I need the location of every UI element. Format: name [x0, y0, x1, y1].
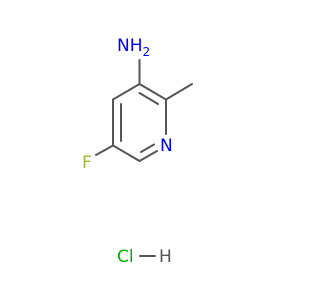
- bond-c3-c4: [112, 83, 141, 101]
- ring-nitrogen-label: N: [160, 136, 173, 156]
- bond-c6-n1: [138, 150, 158, 162]
- hydrogen-label: H: [159, 247, 172, 267]
- ring-bonds: [112, 83, 167, 162]
- molecule-drawing: NH2 N F Cl H: [82, 36, 193, 267]
- amine-symbol: NH: [117, 36, 143, 56]
- bond-c5-fluorine: [95, 144, 114, 156]
- chlorine-label: Cl: [117, 247, 134, 267]
- bond-c5-c6: [112, 144, 141, 162]
- substituent-bonds: [95, 59, 193, 156]
- amine-label: NH2: [117, 36, 150, 59]
- bond-c2-methyl: [165, 83, 193, 101]
- bond-c6-n1-inner: [140, 143, 155, 153]
- structure-canvas: NH2 N F Cl H: [82, 36, 193, 267]
- bond-c2-c3: [138, 83, 167, 101]
- amine-subscript: 2: [143, 45, 151, 59]
- fluorine-label: F: [82, 153, 92, 173]
- bond-c2-c3-inner: [138, 92, 159, 105]
